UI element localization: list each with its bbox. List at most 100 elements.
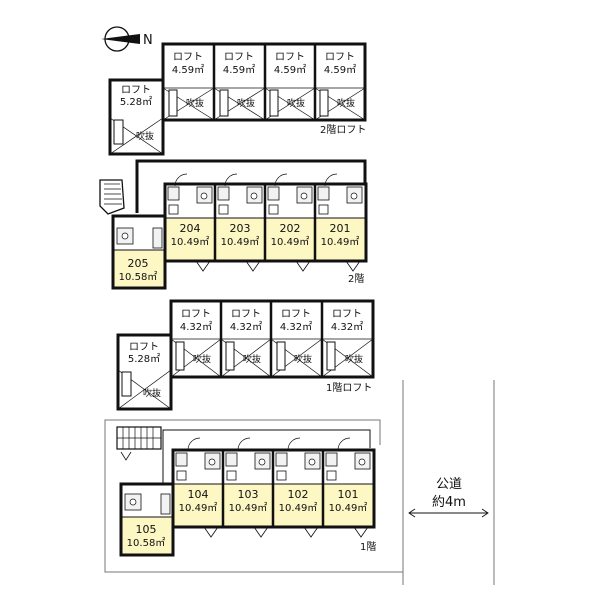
loft-name: ロフト — [275, 52, 305, 63]
floor1-plan: 104 10.49㎡ 103 10.49㎡ 102 10.49㎡ 101 10.… — [104, 380, 404, 573]
void-cross — [170, 338, 222, 378]
window-icon — [245, 260, 261, 272]
ladder-icon — [175, 341, 185, 371]
loft-name: ロフト — [325, 52, 355, 63]
ladder-icon — [326, 341, 336, 371]
unit-area: 10.49㎡ — [321, 236, 360, 248]
ladder-icon — [121, 371, 132, 397]
loft-area: 4.59㎡ — [324, 64, 356, 76]
stair-icon — [99, 179, 125, 215]
void-label: 吹抜 — [337, 97, 355, 109]
loft-area: 4.32㎡ — [180, 321, 212, 333]
floor2-plan: 204 10.49㎡ 203 10.49㎡ 202 10.49㎡ 201 10.… — [99, 159, 368, 290]
ladder-icon — [113, 119, 124, 145]
floor-caption: 1階ロフト — [326, 382, 372, 394]
unit-105-outline — [119, 482, 175, 557]
unit-fixtures — [152, 227, 163, 249]
ladder-icon — [276, 341, 286, 371]
unit-fixtures — [160, 493, 171, 515]
unit-room — [266, 218, 315, 260]
floor-caption: 1階 — [360, 541, 376, 553]
unit-room — [316, 218, 365, 260]
unit-number: 103 — [238, 488, 259, 501]
unit-room — [216, 218, 265, 260]
unit-room — [274, 484, 323, 526]
ladder-icon — [168, 89, 178, 117]
void-cross — [270, 338, 323, 378]
unit-area: 10.49㎡ — [171, 236, 210, 248]
void-label: 吹抜 — [243, 353, 261, 365]
floor2-loft-plan: ロフト 5.28㎡ 吹抜 ロフト 4.59㎡ 吹抜 ロフト 4.59㎡ 吹抜 ロ… — [108, 42, 367, 156]
unit-fixtures — [121, 232, 129, 240]
road-label: 公道 — [436, 477, 462, 492]
window-icon — [195, 260, 211, 272]
unit-number: 102 — [288, 488, 309, 501]
void-label: 吹抜 — [294, 353, 312, 365]
unit-room — [166, 218, 215, 260]
loft-name: ロフト — [173, 52, 203, 63]
unit-area: 10.49㎡ — [329, 502, 368, 514]
unit-room — [174, 484, 223, 526]
loft-area: 4.32㎡ — [230, 321, 262, 333]
unit-area: 10.49㎡ — [179, 502, 218, 514]
arrow-right-icon — [481, 508, 489, 518]
unit-number: 204 — [180, 222, 201, 235]
window-icon — [203, 526, 219, 538]
unit-area: 10.58㎡ — [127, 537, 166, 549]
unit-number: 101 — [338, 488, 359, 501]
loft-area: 4.59㎡ — [223, 64, 255, 76]
loft-area: 4.59㎡ — [172, 64, 204, 76]
road-width: 約4m — [432, 495, 466, 510]
unit-fixtures — [129, 498, 137, 506]
compass-arrow-icon — [101, 34, 140, 44]
stair-icon — [116, 426, 162, 461]
loft-name: ロフト — [224, 52, 254, 63]
loft-area: 5.28㎡ — [128, 353, 160, 365]
void-cross — [109, 117, 164, 155]
unit-area: 10.49㎡ — [271, 236, 310, 248]
unit-number: 105 — [136, 523, 157, 536]
void-cross — [321, 338, 374, 378]
void-label: 吹抜 — [143, 387, 161, 399]
corridor-outline — [162, 429, 371, 484]
void-cross — [220, 338, 272, 378]
unit-number: 104 — [188, 488, 209, 501]
void-label: 吹抜 — [136, 130, 154, 142]
loft-name: ロフト — [129, 342, 159, 353]
loft-name: ロフト — [181, 309, 211, 320]
window-icon — [253, 526, 269, 538]
unit-number: 201 — [330, 222, 351, 235]
window-icon — [345, 260, 361, 272]
unit-area: 10.58㎡ — [119, 271, 158, 283]
unit-205-outline — [111, 214, 167, 290]
unit-room — [224, 484, 273, 526]
void-label: 吹抜 — [287, 97, 305, 109]
loft-name: ロフト — [332, 309, 362, 320]
void-label: 吹抜 — [186, 97, 204, 109]
unit-number: 202 — [280, 222, 301, 235]
window-icon — [303, 526, 319, 538]
unit-area: 10.49㎡ — [221, 236, 260, 248]
unit-number: 203 — [230, 222, 251, 235]
unit-room — [122, 517, 172, 554]
loft-name: ロフト — [121, 85, 151, 96]
window-icon — [353, 526, 369, 538]
ladder-icon — [319, 89, 329, 117]
unit-area: 10.49㎡ — [229, 502, 268, 514]
arrow-left-icon — [408, 508, 416, 518]
unit-room — [324, 484, 373, 526]
loft-area: 4.32㎡ — [331, 321, 363, 333]
loft-name: ロフト — [231, 309, 261, 320]
unit-fixtures — [167, 173, 363, 215]
void-label: 吹抜 — [193, 353, 211, 365]
ladder-icon — [269, 89, 279, 117]
loft-area: 4.59㎡ — [274, 64, 306, 76]
loft-name: ロフト — [281, 309, 311, 320]
compass-label: N — [143, 33, 153, 48]
unit-room — [114, 250, 164, 287]
floor-caption: 2階 — [348, 273, 364, 285]
void-cross — [117, 369, 172, 410]
ladder-icon — [225, 341, 235, 371]
floor-caption: 2階ロフト — [320, 124, 366, 136]
